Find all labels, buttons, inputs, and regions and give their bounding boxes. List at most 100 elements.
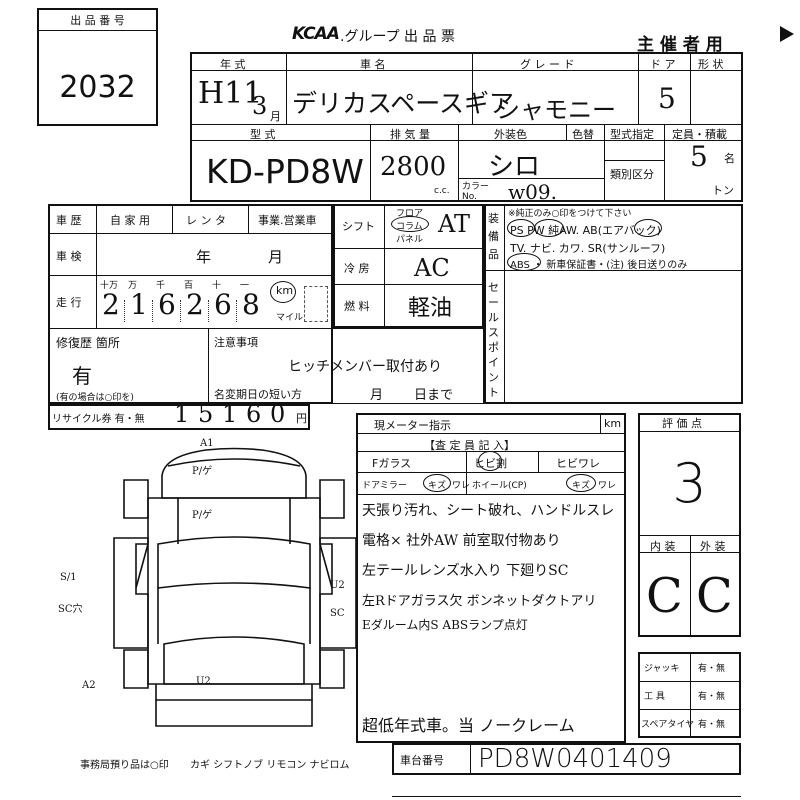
- jack-value: 有・無: [698, 664, 726, 674]
- doors-value: 5: [658, 82, 676, 115]
- spare-label: スペアタイヤ: [641, 720, 695, 730]
- divider: [190, 70, 743, 71]
- divider: [48, 328, 333, 329]
- vehicle-info-grid: [190, 52, 743, 202]
- km-unit: km: [276, 284, 294, 297]
- car-name-value: デリカスペースギア: [292, 89, 515, 118]
- shift-option-panel: パネル: [396, 235, 424, 245]
- meter-label: 現メーター指示: [374, 419, 451, 432]
- office-items: カギ シフトノブ リモコン ナビロム: [190, 760, 350, 771]
- mirror-circle: [423, 474, 451, 492]
- vehicle-damage-diagram: [113, 447, 357, 727]
- displacement-value: 2800: [380, 152, 447, 182]
- mileage-digit: 2: [186, 288, 204, 321]
- name-change-month: 月: [370, 388, 384, 403]
- recycle-label: リサイクル券 有・無: [52, 414, 145, 425]
- color-no-label: カラー No.: [462, 182, 490, 202]
- shift-value: AT: [438, 210, 471, 238]
- mileage-digit-label: 千: [156, 281, 166, 291]
- mileage-digit-label: 十万: [100, 281, 119, 291]
- mileage-check-box: [304, 286, 328, 322]
- crack-circle: [478, 451, 502, 471]
- lot-number-value: 2032: [59, 70, 136, 105]
- exterior-value: C: [696, 568, 733, 624]
- divider: [458, 124, 459, 202]
- interior-value: C: [646, 568, 683, 624]
- wheel-ware-label: ワレ: [598, 481, 617, 491]
- history-grid: [48, 204, 333, 404]
- mile-unit: マイル: [276, 313, 304, 323]
- color-no-value: w09.: [508, 180, 557, 204]
- diagram-mark: U2: [330, 580, 345, 591]
- mileage-digit: 8: [242, 288, 260, 321]
- year-label: 年 式: [220, 58, 246, 71]
- mileage-label: 走 行: [56, 296, 82, 309]
- divider: [538, 451, 539, 472]
- diagram-mark: SC穴: [58, 604, 83, 615]
- divider: [370, 124, 371, 202]
- diagram-mark: SC: [330, 608, 345, 619]
- wheel-circle: [566, 474, 596, 492]
- mirror-ware-label: ワレ: [452, 481, 471, 491]
- divider: [248, 204, 249, 233]
- recycle-unit: 円: [296, 412, 307, 425]
- name-change-label: 名変期日の短い方: [214, 388, 302, 401]
- divider: [470, 743, 471, 775]
- equipment-line-3: ABS ・ 新車保証書・(注) 後日送りのみ: [510, 260, 688, 271]
- divider: [458, 178, 604, 179]
- meter-unit: km: [604, 417, 622, 430]
- divider: [356, 433, 626, 434]
- doors-label: ド ア: [650, 58, 676, 71]
- score-label: 評 価 点: [662, 417, 702, 430]
- equipment-note: ※純正のみ○印をつけて下さい: [508, 209, 632, 219]
- divider: [566, 124, 567, 140]
- divider: [484, 270, 743, 271]
- grade-label: グ レ ー ド: [520, 58, 575, 71]
- accessories-box: [638, 652, 741, 738]
- divider: [638, 431, 741, 432]
- tools-value: 有・無: [698, 692, 726, 702]
- divider: [190, 140, 743, 141]
- shape-label: 形 状: [698, 58, 724, 71]
- divider: [356, 494, 626, 495]
- diagram-mark: P/ゲ: [192, 510, 213, 521]
- inspector-note-5: Eダルーム内S ABSランプ点灯: [362, 618, 528, 632]
- divider: [333, 284, 484, 285]
- mileage-digit: 6: [214, 288, 232, 321]
- diagram-mark: A1: [200, 438, 214, 449]
- divider: [190, 124, 743, 125]
- notes-label: 注意事項: [214, 336, 258, 349]
- mechanical-grid: [333, 204, 484, 328]
- divider: [638, 535, 741, 536]
- diagram-mark: A2: [82, 680, 96, 691]
- digit-separator: [152, 300, 153, 322]
- capacity-unit: 名: [724, 152, 735, 165]
- fuel-value: 軽油: [408, 296, 453, 321]
- recycle-row: [48, 404, 310, 430]
- jack-label: ジャッキ: [644, 664, 680, 674]
- fuel-label: 燃 料: [344, 300, 370, 313]
- inspector-note-4: 左Rドアガラス欠 ボンネットダクトアリ: [362, 594, 597, 609]
- inspector-note-6: 超低年式車。当 ノークレーム: [362, 716, 575, 735]
- divider: [472, 52, 473, 124]
- month-unit: 月: [270, 110, 281, 123]
- shift-label: シフト: [342, 220, 375, 233]
- divider: [333, 248, 484, 249]
- inspection-label: 車 検: [56, 250, 82, 263]
- form-title: .グループ 出 品 票: [340, 29, 455, 45]
- recycle-digit: 0: [270, 400, 286, 428]
- diagram-mark: P/ゲ: [192, 466, 213, 477]
- color-value: シロ: [488, 152, 541, 182]
- equipment-grid: [484, 204, 743, 404]
- notes-box: [208, 328, 484, 404]
- inspection-month-unit: 月: [268, 248, 284, 266]
- color-change-label: 色替: [572, 128, 594, 141]
- recycle-digit: 5: [198, 400, 214, 428]
- divider: [604, 160, 664, 161]
- diagram-mark: S/1: [60, 572, 77, 583]
- abs-circle: [507, 253, 541, 271]
- mileage-digit: 6: [158, 288, 176, 321]
- cc-unit: c.c.: [434, 186, 450, 196]
- corner-arrow-icon: [780, 26, 794, 42]
- equipment-label: 装 備 品: [488, 212, 499, 261]
